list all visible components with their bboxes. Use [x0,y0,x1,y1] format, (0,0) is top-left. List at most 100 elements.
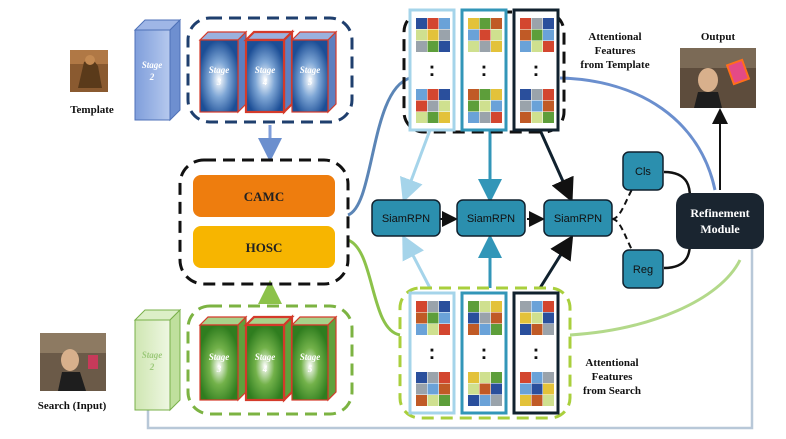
camc-to-template-features [347,76,411,217]
feature-cell [531,395,543,406]
feature-cell [416,312,427,324]
template-stage3-label: Stage [209,65,230,75]
feature-cell [531,112,543,123]
search-stage5-num: 5 [308,364,313,374]
feature-cell [416,29,427,41]
feature-cell [468,383,479,395]
attn-template-line3: from Template [580,59,649,71]
template-stage2-block: Stage 2 [133,18,182,122]
feature-cell [543,89,554,100]
feature-cell [468,18,479,29]
feature-cell [520,112,531,123]
feature-cell [479,372,491,383]
search-stage2-label: Stage [142,350,163,360]
refinement-line1: Refinement [690,206,749,220]
feature-cell [479,100,491,112]
feature-cell [468,112,479,123]
feature-cell [491,18,502,29]
output-label: Output [701,31,736,43]
feature-cell [491,41,502,52]
feature-cell [491,29,502,41]
cls-head [622,151,664,191]
feature-cell [491,383,502,395]
feature-cell [520,312,531,324]
feature-cell [427,301,439,312]
feature-cell [427,112,439,123]
template-stage5-num: 5 [308,77,313,87]
feature-cell [531,41,543,52]
search-stage3-label: Stage [209,352,230,362]
feature-cell [531,324,543,335]
template-feature-column-1: : [408,8,456,132]
siamrpn-1 [371,199,441,237]
search-feature-column-1: : [408,291,456,415]
feature-cell [520,100,531,112]
feature-cell [520,301,531,312]
hosc-label: HOSC [246,240,283,255]
attn-template-line2: Features [595,45,636,57]
feature-cell [468,89,479,100]
siamrpn-2 [456,199,526,237]
search-stage5-block: Stage 5 [290,315,338,402]
feature-cell [427,383,439,395]
feature-cell [416,372,427,383]
template-stage3-num: 3 [216,77,222,87]
template-stage4-block: Stage 4 [243,29,295,115]
feature-cell [491,312,502,324]
feat-col3-bot-line [538,234,574,289]
feature-cell [491,372,502,383]
refinement-module [676,193,764,249]
refinement-line2: Module [700,222,740,236]
template-stage4-label: Stage [255,65,276,75]
feature-cell [468,312,479,324]
feature-cell [416,100,427,112]
feature-cell [427,312,439,324]
search-label: Search (Input) [38,400,107,412]
feature-cell [427,89,439,100]
template-stage2-num: 2 [149,72,155,82]
feature-cell [439,395,450,406]
search-stage2-block: Stage 2 [133,308,182,412]
feature-cell [427,372,439,383]
feature-cell [543,100,554,112]
feature-cell [531,89,543,100]
feature-cell [479,395,491,406]
feature-cell [468,29,479,41]
feature-cell [531,29,543,41]
siamrpn-3 [543,199,613,237]
feature-cell [531,312,543,324]
feature-cell [468,301,479,312]
template-to-refine-line [559,76,717,191]
search-stage3-block: Stage 3 [198,315,248,402]
feature-cell [491,395,502,406]
feature-cell [520,383,531,395]
feature-cell [416,41,427,52]
feature-cell [543,29,554,41]
template-feature-columns: ::: [408,8,560,132]
feature-cell [416,301,427,312]
feature-cell [439,41,450,52]
template-feature-column-2: : [460,8,508,132]
feature-cell [479,18,491,29]
template-label: Template [70,104,114,116]
search-stage4-label: Stage [255,352,276,362]
reg-label: Reg [633,264,653,276]
feat-col1-top-line [400,129,432,203]
feature-cell [531,301,543,312]
siamrpn-1-label: SiamRPN [382,213,430,225]
feature-cell [468,372,479,383]
feature-cell [439,301,450,312]
ellipsis-mark: : [481,342,488,364]
feature-cell [543,383,554,395]
search-stage5-label: Stage [300,352,321,362]
feature-cell [439,324,450,335]
feature-cell [520,89,531,100]
feature-cell [468,324,479,335]
search-stages-container [186,304,354,416]
feature-cell [439,383,450,395]
template-stage5-block: Stage 5 [290,30,338,114]
feature-cell [520,18,531,29]
feature-cell [520,395,531,406]
feature-cell [468,100,479,112]
